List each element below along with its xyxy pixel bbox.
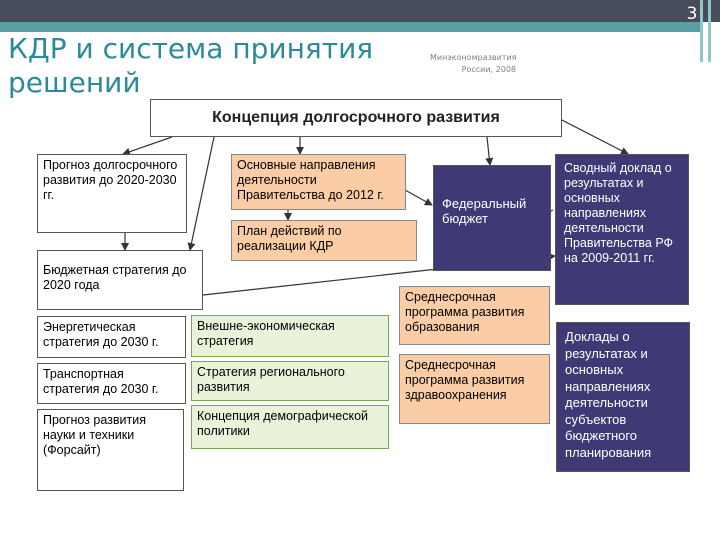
federal-budget-box: Федеральный бюджет (433, 165, 551, 271)
slide-number: 3 (686, 4, 698, 24)
budget-strategy-box: Бюджетная стратегия до 2020 года (37, 250, 203, 310)
top-bar (0, 0, 720, 22)
source-line-1: Минэкономразвития (430, 53, 517, 62)
arrow-directions-to-fedbudget (404, 189, 433, 206)
foreign-econ-strategy-box: Внешне-экономическая стратегия (191, 315, 389, 357)
source-note: Минэкономразвития России, 2008 (430, 52, 516, 76)
summary-report-box: Сводный доклад о результатах и основных … (555, 154, 689, 305)
transport-strategy-box: Транспортная стратегия до 2030 г. (37, 363, 186, 404)
arrow-main-to-budget-strategy (187, 136, 215, 251)
energy-strategy-box: Энергетическая стратегия до 2030 г. (37, 316, 186, 358)
science-forecast-box: Прогноз развития науки и техники (Форсай… (37, 409, 184, 491)
slide-title: КДР и система принятия решений (8, 32, 374, 99)
reports-box: Доклады о результатах и основных направл… (556, 322, 690, 472)
arrow-main-to-budget (485, 136, 494, 166)
arrow-main-to-forecast (122, 136, 173, 156)
arrow-main-to-summary (557, 117, 629, 155)
directions-box: Основные направления деятельности Правит… (231, 154, 406, 210)
action-plan-box: План действий по реализации КДР (231, 220, 417, 261)
top-accent-bar (0, 22, 700, 32)
demographic-concept-box: Концепция демографической политики (191, 405, 389, 449)
education-program-box: Среднесрочная программа развития образов… (399, 286, 550, 345)
source-line-2: России, 2008 (461, 65, 516, 74)
decor-stripe (700, 0, 703, 62)
health-program-box: Среднесрочная программа развития здравоо… (399, 354, 550, 424)
decor-stripe (708, 0, 711, 62)
forecast-box: Прогноз долгосрочного развития до 2020-2… (37, 154, 187, 233)
main-concept-box: Концепция долгосрочного развития (150, 99, 562, 137)
regional-strategy-box: Стратегия регионального развития (191, 361, 389, 401)
